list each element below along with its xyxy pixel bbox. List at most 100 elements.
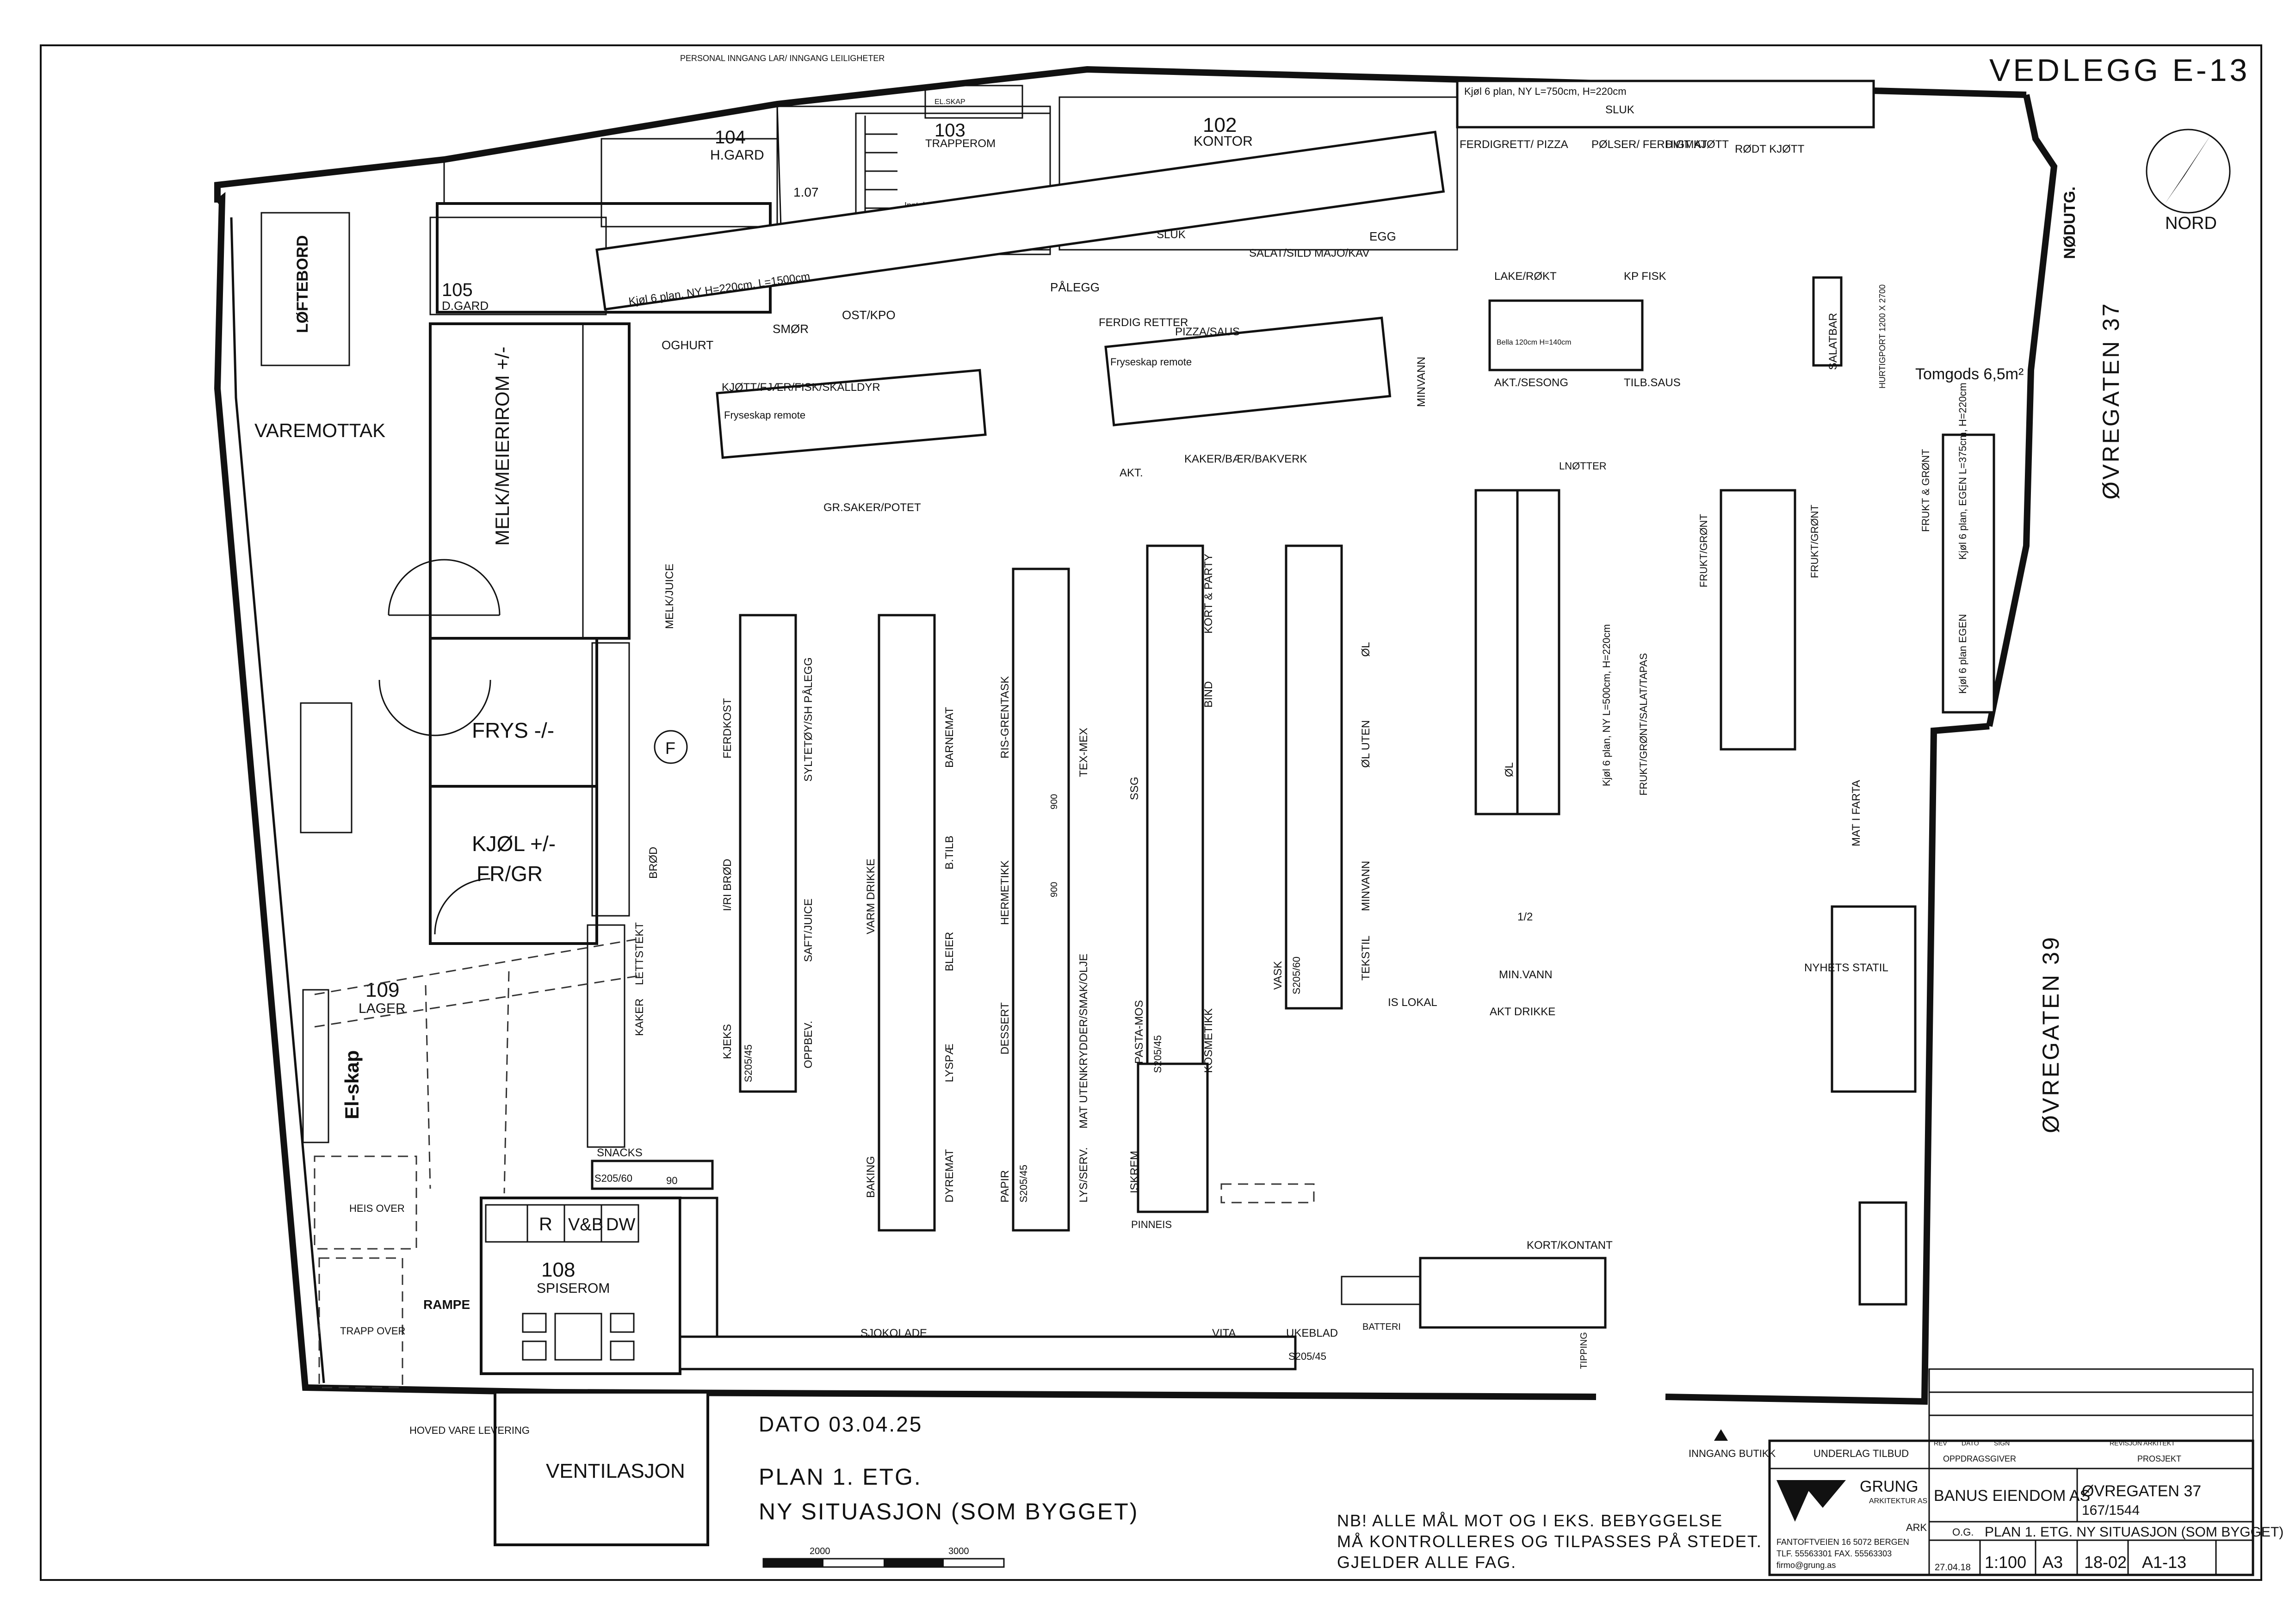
tb-dato-val: 27.04.18: [1935, 1562, 1971, 1573]
frys-label: FRYS -/-: [472, 718, 554, 742]
tb-prosj-nr: 18-02: [2084, 1553, 2127, 1572]
frukt-salat-label: FRUKT/GRØNT/SALAT/TAPAS: [1638, 653, 1649, 796]
pizza-saus-label: PIZZA/SAUS: [1175, 326, 1240, 338]
fire-extinguisher-icon: [654, 730, 688, 764]
heis-box: [314, 1155, 417, 1250]
rod-label: RØDT KJØTT: [1735, 143, 1805, 155]
aisle-3-papir: PAPIR: [999, 1170, 1011, 1203]
aisle-2-btilb: B.TILB: [943, 836, 956, 870]
ukeblad-label: UKEBLAD: [1286, 1327, 1338, 1339]
sluk-label-1: SLUK: [1157, 228, 1186, 241]
hoved-levering-label: HOVED VARE LEVERING: [409, 1425, 530, 1436]
minvann2-label: MIN.VANN: [1499, 969, 1553, 981]
wall-cooler-top-right-label: Kjøl 6 plan, NY L=750cm, H=220cm: [1464, 86, 1627, 97]
tb-oppdragsgiver: OPPDRAGSGIVER: [1943, 1454, 2016, 1463]
aisle-shelves: [591, 276, 1995, 1370]
kpfisk-label: KP FISK: [1624, 270, 1666, 283]
sheet-border: [40, 44, 2262, 1581]
kort-kontant-label: KORT/KONTANT: [1527, 1239, 1613, 1252]
s205-45-label: S205/45: [1288, 1351, 1326, 1362]
batteri-label: BATTERI: [1362, 1322, 1401, 1332]
date-note: DATO 03.04.25: [759, 1412, 922, 1436]
smor-label: SMØR: [773, 322, 809, 336]
nyhet-label: NYHETS STATIL: [1804, 962, 1888, 974]
aisle-3-s205: S205/45: [1018, 1165, 1029, 1203]
meierirom-label: MELK/MEIERIROM +/-: [491, 346, 513, 546]
snacks-label: SNACKS: [597, 1147, 643, 1159]
salatbar-label: SALATBAR: [1827, 313, 1839, 370]
aisle-5b-tekstil: TEKSTIL: [1360, 936, 1372, 981]
cold-rooms: [300, 322, 631, 945]
tb-sign: SIGN: [1994, 1439, 2010, 1447]
aisle-5b-ol: ØL: [1360, 642, 1372, 657]
aisle-5b-oluten: ØL UTEN: [1360, 720, 1372, 768]
kitchen-dw: DW: [606, 1215, 635, 1234]
hurtigport-label: HURTIGPORT 1200 X 2700: [1878, 284, 1887, 389]
frys-island-mid: [1104, 316, 1392, 426]
sjokolade-label: SJOKOLADE: [860, 1327, 927, 1339]
kitchen-r: R: [539, 1214, 552, 1234]
kjol-label: KJØL +/-: [472, 832, 556, 856]
varemottak-label: VAREMOTTAK: [254, 420, 385, 441]
aisle-3-hermetikk: HERMETIKK: [999, 860, 1011, 925]
oghurt-label: OGHURT: [662, 338, 713, 352]
tb-firm-mail: firmo@grung.as: [1776, 1561, 1836, 1570]
checkout: [1341, 1257, 1607, 1329]
room-103-name: TRAPPEROM: [925, 137, 996, 150]
aisle-3-ris: RIS-GRENTASK: [999, 676, 1011, 759]
kitchen-counter: [485, 1204, 639, 1243]
minvann-label: MINVANN: [1415, 357, 1428, 407]
rampe-label: RAMPE: [423, 1297, 470, 1312]
room-104-name: H.GARD: [710, 148, 764, 163]
frgr-label: FR/GR: [477, 862, 543, 886]
frys-label-2: Fryseskap remote: [1110, 356, 1192, 368]
frys-label-1: Fryseskap remote: [724, 409, 805, 421]
hvit-label: HVIT KJØTT: [1665, 138, 1729, 151]
brod-label: BRØD: [647, 847, 660, 879]
kaker-baer-label: KAKER/BÆR/BAKVERK: [1184, 453, 1307, 465]
aisle-2-dyremat: DYREMAT: [943, 1149, 956, 1203]
entrance-arrow-icon: [1714, 1429, 1728, 1441]
dining-table: [522, 1313, 635, 1361]
tb-firm-sub: ARKITEKTUR AS: [1869, 1497, 1927, 1505]
lnotter-label: LNØTTER: [1559, 460, 1607, 472]
tb-revisjon: REVISJON ARKITEKT: [2110, 1439, 2175, 1447]
tb-firm: GRUNG: [1860, 1478, 1918, 1495]
tb-prosjekt: PROSJEKT: [2137, 1454, 2181, 1463]
aisle-2-barnemat: BARNEMAT: [943, 707, 956, 768]
aisle-1-brod: I/RI BRØD: [721, 859, 734, 911]
tb-scale: 1:100: [1985, 1553, 2026, 1572]
tb-underlag: UNDERLAG TILBUD: [1813, 1448, 1909, 1459]
room-107-number: 1.07: [793, 185, 819, 199]
scale-2000: 2000: [810, 1546, 830, 1556]
tb-format: A3: [2042, 1553, 2063, 1572]
frukt-label-3: FRUKT & GRØNT: [1920, 449, 1931, 532]
trapp-box: [318, 1257, 403, 1388]
aisle-3b-matuten: MAT UTEN: [1077, 1073, 1090, 1129]
center-cooler-label: Kjøl 6 plan, NY L=500cm, H=220cm: [1601, 624, 1612, 786]
aisle-4-s205: S205/45: [1152, 1035, 1163, 1073]
frukt-label-1: FRUKT/GRØNT: [1698, 514, 1709, 587]
loftebord-label: LØFTEBORD: [294, 235, 311, 333]
tomgods-label: Tomgods 6,5m²: [1915, 365, 2024, 383]
heis-label: HEIS OVER: [349, 1203, 405, 1214]
aisle-1-s205: S205/45: [743, 1044, 754, 1082]
lake-label: LAKE/RØKT: [1494, 270, 1557, 283]
tb-gnr: 167/1544: [2082, 1503, 2140, 1518]
ferdig-retter-label: FERDIG RETTER: [1099, 316, 1188, 329]
tb-firm-tlf: TLF. 55563301 FAX. 55563303: [1776, 1549, 1892, 1558]
tb-firm-addr: FANTOFTVEIEN 16 5072 BERGEN: [1776, 1537, 1909, 1547]
wall-cooler-top: [595, 130, 1445, 311]
scale-bar: [762, 1558, 1005, 1568]
aisle-1b-syltetoy: SYLTETØY/SH PÅLEGG: [802, 657, 815, 782]
kaker-label: KAKER: [633, 999, 646, 1036]
room-105-number: 105: [442, 280, 473, 300]
aisle-5-vask: VASK: [1272, 961, 1284, 990]
street-39: ØVREGATEN 39: [2038, 935, 2064, 1133]
aisle-4-ssg: SSG: [1128, 777, 1141, 800]
aisle-1b-saft: SAFT/JUICE: [802, 899, 815, 962]
tb-rev: REV: [1934, 1439, 1947, 1447]
aisle-4-pasta: PASTA-MOS: [1133, 1000, 1145, 1064]
nb-note-3: GJELDER ALLE FAG.: [1337, 1553, 1516, 1572]
